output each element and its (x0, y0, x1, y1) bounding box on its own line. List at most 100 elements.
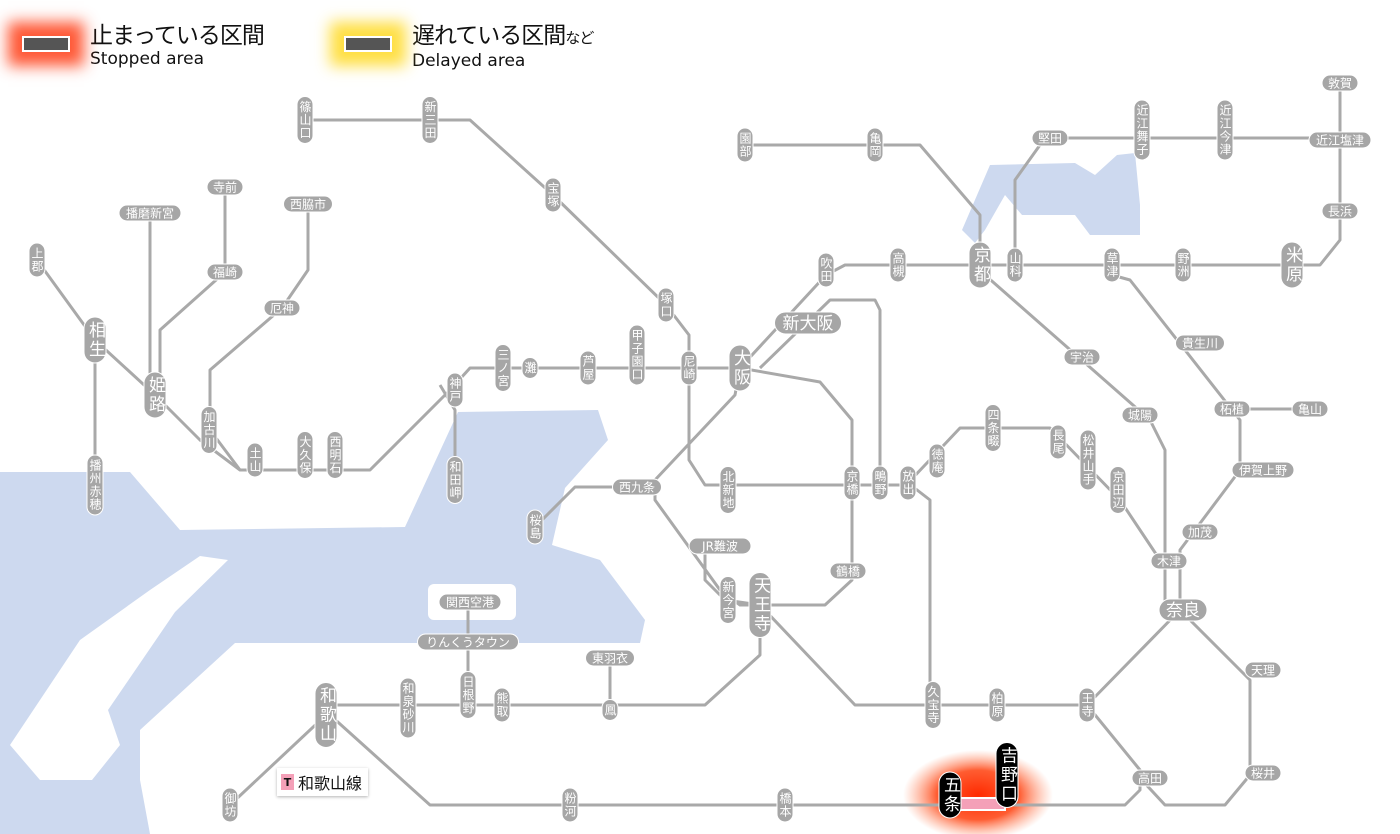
station-name: 北新地 (721, 470, 735, 509)
station-sonobe[interactable]: 園部 (736, 127, 754, 163)
station-omiimazu[interactable]: 近江今津 (1216, 99, 1234, 161)
station-kobe[interactable]: 神戸 (446, 372, 464, 408)
station-tsuruga[interactable]: 敦賀 (1321, 74, 1359, 92)
station-kamigori[interactable]: 上郡 (28, 242, 46, 278)
station-yakujin[interactable]: 厄神 (263, 299, 301, 317)
station-kyoto[interactable]: 京都 (968, 241, 992, 289)
station-tsuchiyama[interactable]: 土山 (246, 442, 264, 478)
station-aioi[interactable]: 相生 (83, 316, 107, 364)
station-sannomiya[interactable]: 三ノ宮 (494, 344, 512, 392)
station-suita[interactable]: 吹田 (817, 252, 835, 288)
station-name: 寺前 (213, 179, 237, 194)
station-kyotanabe[interactable]: 京田辺 (1109, 466, 1127, 514)
station-katata[interactable]: 堅田 (1031, 129, 1069, 147)
station-name: 吉野口 (997, 746, 1018, 803)
station-amagasaki[interactable]: 尼崎 (680, 350, 698, 386)
station-wadamisaki[interactable]: 和田岬 (446, 456, 464, 504)
station-kakogawa[interactable]: 加古川 (200, 406, 218, 454)
station-gobo[interactable]: 御坊 (221, 787, 239, 823)
station-joyo[interactable]: 城陽 (1121, 406, 1159, 424)
station-name: 灘 (523, 361, 537, 374)
station-izumisunagawa[interactable]: 和泉砂川 (399, 677, 417, 739)
station-himeji[interactable]: 姫路 (143, 371, 167, 419)
station-kyuhoji[interactable]: 久宝寺 (924, 681, 942, 729)
station-tennoji[interactable]: 天王寺 (748, 572, 772, 638)
station-nishiakashi[interactable]: 西明石 (326, 431, 344, 479)
station-shijonawate[interactable]: 四条畷 (984, 404, 1002, 452)
station-pill (493, 687, 511, 723)
station-pill (1079, 429, 1097, 491)
station-name: 宇治 (1070, 350, 1094, 364)
station-kibukawa[interactable]: 貴生川 (1175, 334, 1225, 352)
station-higashihagoromo[interactable]: 東羽衣 (585, 649, 635, 667)
station-takada[interactable]: 高田 (1131, 769, 1169, 787)
station-uji[interactable]: 宇治 (1063, 348, 1101, 366)
station-yasu[interactable]: 野洲 (1174, 247, 1192, 283)
station-kumatori[interactable]: 熊取 (493, 687, 511, 723)
station-shigino[interactable]: 鴫野 (871, 465, 889, 501)
station-hineno[interactable]: 日根野 (459, 671, 477, 719)
station-kitashinchi[interactable]: 北新地 (719, 466, 737, 514)
station-maibara[interactable]: 米原 (1280, 241, 1304, 289)
station-kameoka[interactable]: 亀岡 (866, 127, 884, 163)
station-takarazuka[interactable]: 宝塚 (544, 177, 562, 213)
station-yoshinoguchi[interactable]: 吉野口 (995, 742, 1019, 808)
station-pill (1031, 129, 1069, 147)
station-pill (200, 406, 218, 454)
station-jrnamba[interactable]: JR難波 (688, 537, 752, 555)
station-kizu[interactable]: 木津 (1150, 552, 1188, 570)
station-sakurai[interactable]: 桜井 (1244, 764, 1282, 782)
station-harimashingu[interactable]: 播磨新宮 (118, 204, 182, 222)
station-koshienguchi[interactable]: 甲子園口 (628, 324, 646, 386)
station-hashimoto[interactable]: 橋本 (776, 787, 794, 823)
station-name: 高田 (1138, 770, 1162, 785)
station-fukusaki[interactable]: 福崎 (206, 263, 244, 281)
station-kokawa[interactable]: 粉河 (561, 787, 579, 823)
station-tsuruhashi[interactable]: 鶴橋 (829, 562, 867, 580)
station-wakayama[interactable]: 和歌山 (314, 682, 338, 748)
station-omimaiko[interactable]: 近江舞子 (1133, 99, 1151, 161)
station-tsukaguchi[interactable]: 塚口 (657, 287, 675, 323)
station-pill (314, 682, 338, 748)
station-okubo[interactable]: 大久保 (296, 431, 314, 479)
station-teramae[interactable]: 寺前 (206, 178, 244, 196)
station-takatsuki[interactable]: 高槻 (889, 247, 907, 283)
station-rinkutown[interactable]: りんくうタウン (417, 633, 519, 651)
station-nishikujo[interactable]: 西九条 (612, 478, 662, 496)
station-nagao[interactable]: 長尾 (1049, 424, 1067, 460)
station-kansaiairport[interactable]: 関西空港 (438, 593, 502, 611)
station-shinosaka[interactable]: 新大阪 (774, 311, 842, 335)
station-nara[interactable]: 奈良 (1158, 598, 1208, 622)
station-kusatsu[interactable]: 草津 (1103, 247, 1121, 283)
station-nagahama[interactable]: 長浜 (1321, 202, 1359, 220)
station-omishiotsu[interactable]: 近江塩津 (1308, 131, 1372, 149)
station-tenri[interactable]: 天理 (1244, 661, 1282, 679)
station-kameyama[interactable]: 亀山 (1291, 400, 1329, 418)
station-pill (86, 454, 104, 516)
station-nada[interactable]: 灘 (521, 357, 539, 379)
station-kamo[interactable]: 加茂 (1181, 523, 1219, 541)
station-name: 大久保 (298, 435, 312, 474)
station-nishiwakishi[interactable]: 西脇市 (283, 195, 333, 213)
station-name: 野洲 (1176, 252, 1190, 278)
station-yamashina[interactable]: 山科 (1006, 247, 1024, 283)
station-tokuan[interactable]: 徳庵 (928, 443, 946, 479)
station-gojo[interactable]: 五条 (938, 771, 962, 819)
station-name: 放出 (901, 469, 915, 496)
station-sasayamaguchi[interactable]: 篠山口 (296, 96, 314, 144)
station-tsuge[interactable]: 柘植 (1213, 400, 1251, 418)
station-banshuako[interactable]: 播州赤穂 (86, 454, 104, 516)
station-shinsanda[interactable]: 新三田 (421, 96, 439, 144)
station-kyobashi[interactable]: 京橋 (843, 465, 861, 501)
station-osaka[interactable]: 大阪 (728, 344, 752, 392)
station-shinimamiya[interactable]: 新今宮 (719, 576, 737, 624)
station-sakurajima[interactable]: 桜島 (526, 509, 544, 545)
station-ashiya[interactable]: 芦屋 (579, 350, 597, 386)
station-kashiwara[interactable]: 柏原 (988, 687, 1006, 723)
station-igaueno[interactable]: 伊賀上野 (1231, 461, 1295, 479)
wakayama-line-label[interactable]: T 和歌山線 (277, 768, 369, 796)
station-otori[interactable]: 鳳 (601, 699, 619, 721)
station-oji[interactable]: 王寺 (1078, 687, 1096, 723)
station-hanaten[interactable]: 放出 (899, 465, 917, 501)
station-matsuiyamate[interactable]: 松井山手 (1079, 429, 1097, 491)
